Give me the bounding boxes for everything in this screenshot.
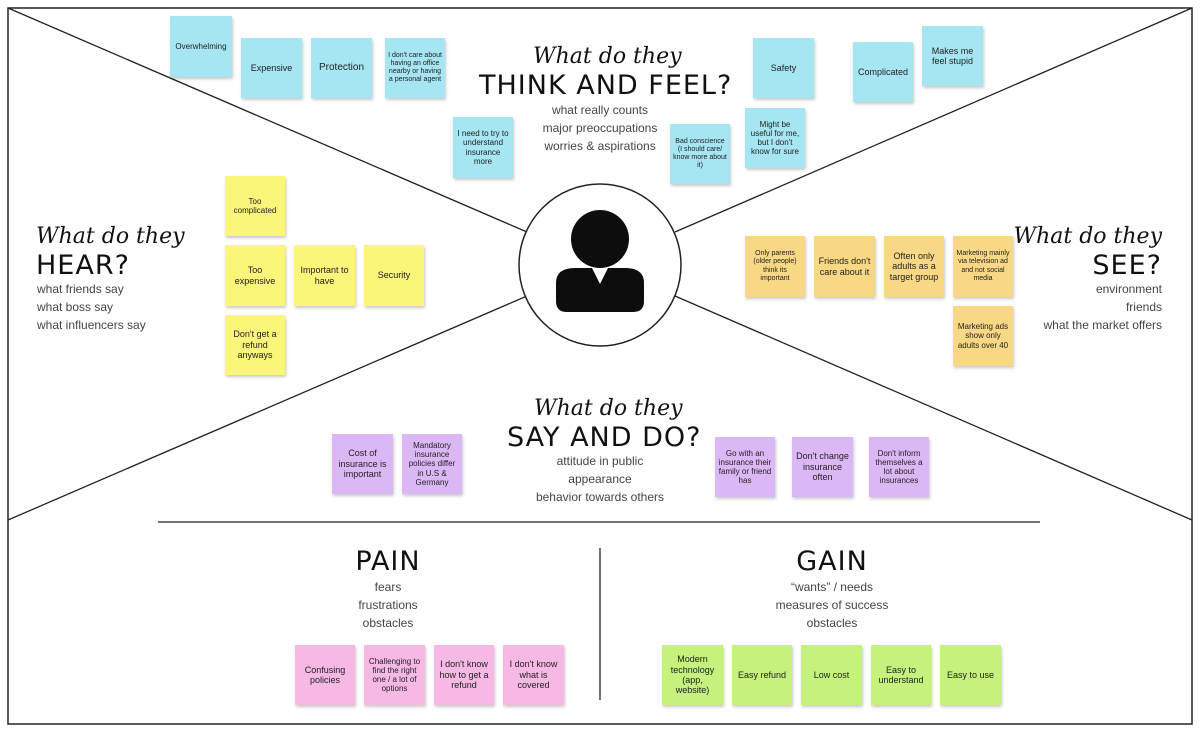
person-icon [556,210,644,312]
sticky-note[interactable]: Only parents (older people) think its im… [745,236,805,297]
hear-title: HEAR? [36,250,130,281]
sticky-note[interactable]: Too complicated [225,176,285,236]
sticky-note[interactable]: Marketing mainly via television ad and n… [953,236,1013,297]
sticky-note[interactable]: Modern technology (app, website) [662,645,723,705]
sticky-note[interactable]: Marketing ads show only adults over 40 [953,306,1013,366]
see-prompts: environment friends what the market offe… [1002,280,1163,334]
sticky-note[interactable]: Security [364,245,424,306]
sticky-note[interactable]: Overwhelming [170,16,232,77]
divider-top-right [674,7,1193,233]
gain-prompt: “wants” / needs [790,580,874,594]
divider-bottom-left [7,295,528,521]
gain-prompt: obstacles [806,616,858,630]
sticky-note[interactable]: Easy refund [732,645,792,705]
think-feel-title: THINK AND FEEL? [479,70,733,101]
sticky-note[interactable]: Don't change insurance often [792,437,853,497]
sticky-note[interactable]: Complicated [853,42,913,102]
sticky-note[interactable]: Bad conscience (I should care/ know more… [670,124,730,184]
say-do-prompts: attitude in public appearance behavior t… [520,452,680,506]
sticky-note[interactable]: Don't get a refund anyways [225,315,285,375]
pain-prompt: fears [374,580,402,594]
hear-prompt: what influencers say [37,318,146,332]
sticky-note[interactable]: Mandatory insurance policies differ in U… [402,434,462,494]
sticky-note[interactable]: I don't care about having an office near… [385,38,445,98]
think-feel-prompt: what really counts [551,103,649,117]
sticky-note[interactable]: Challenging to find the right one / a lo… [364,645,425,705]
sticky-note[interactable]: Friends don't care about it [814,236,875,297]
pain-prompt: frustrations [358,598,418,612]
sticky-note[interactable]: Easy to use [940,645,1001,705]
say-do-prompt: appearance [568,472,632,486]
sticky-note[interactable]: Protection [311,38,372,98]
hear-prompts: what friends say what boss say what infl… [37,280,146,334]
think-feel-prompts: what really counts major preoccupations … [520,101,680,155]
say-do-script: What do they [534,396,683,421]
sticky-note[interactable]: Too expensive [225,245,285,306]
sticky-note[interactable]: Cost of insurance is important [332,434,393,494]
hear-script: What do they [36,224,185,249]
say-do-prompt: behavior towards others [535,490,665,504]
sticky-note[interactable]: I don't know what is covered [503,645,564,705]
sticky-note[interactable]: Confusing policies [295,645,355,705]
sticky-note[interactable]: Don't inform themselves a lot about insu… [869,437,929,497]
see-script: What do they [1013,224,1162,249]
hear-prompt: what friends say [37,282,124,296]
sticky-note[interactable]: Might be useful for me, but I don't know… [745,108,805,168]
sticky-note[interactable]: Expensive [241,38,302,98]
think-feel-script: What do they [533,44,682,69]
gain-prompts: “wants” / needs measures of success obst… [742,578,922,632]
say-do-title: SAY AND DO? [507,422,702,453]
say-do-prompt: attitude in public [556,454,644,468]
sticky-note[interactable]: Often only adults as a target group [884,236,944,297]
hear-prompt: what boss say [37,300,114,314]
sticky-note[interactable]: I need to try to understand insurance mo… [453,117,513,178]
sticky-note[interactable]: Go with an insurance their family or fri… [715,437,775,497]
divider-top-left [7,7,528,233]
think-feel-prompt: major preoccupations [542,121,658,135]
pain-title: PAIN [355,546,421,577]
gain-prompt: measures of success [775,598,889,612]
sticky-note[interactable]: I don't know how to get a refund [434,645,494,705]
pain-prompts: fears frustrations obstacles [318,578,458,632]
sticky-note[interactable]: Easy to understand [871,645,931,705]
divider-bottom-right [674,295,1193,521]
think-feel-prompt: worries & aspirations [544,139,656,153]
see-prompt: friends [1125,300,1162,314]
pain-prompt: obstacles [362,616,414,630]
sticky-note[interactable]: Makes me feel stupid [922,26,983,86]
see-title: SEE? [1092,250,1162,281]
sticky-note[interactable]: Safety [753,38,814,98]
sticky-note[interactable]: Important to have [294,245,355,306]
see-prompt: what the market offers [1043,318,1163,332]
see-prompt: environment [1095,282,1162,296]
sticky-note[interactable]: Low cost [801,645,862,705]
gain-title: GAIN [796,546,868,577]
